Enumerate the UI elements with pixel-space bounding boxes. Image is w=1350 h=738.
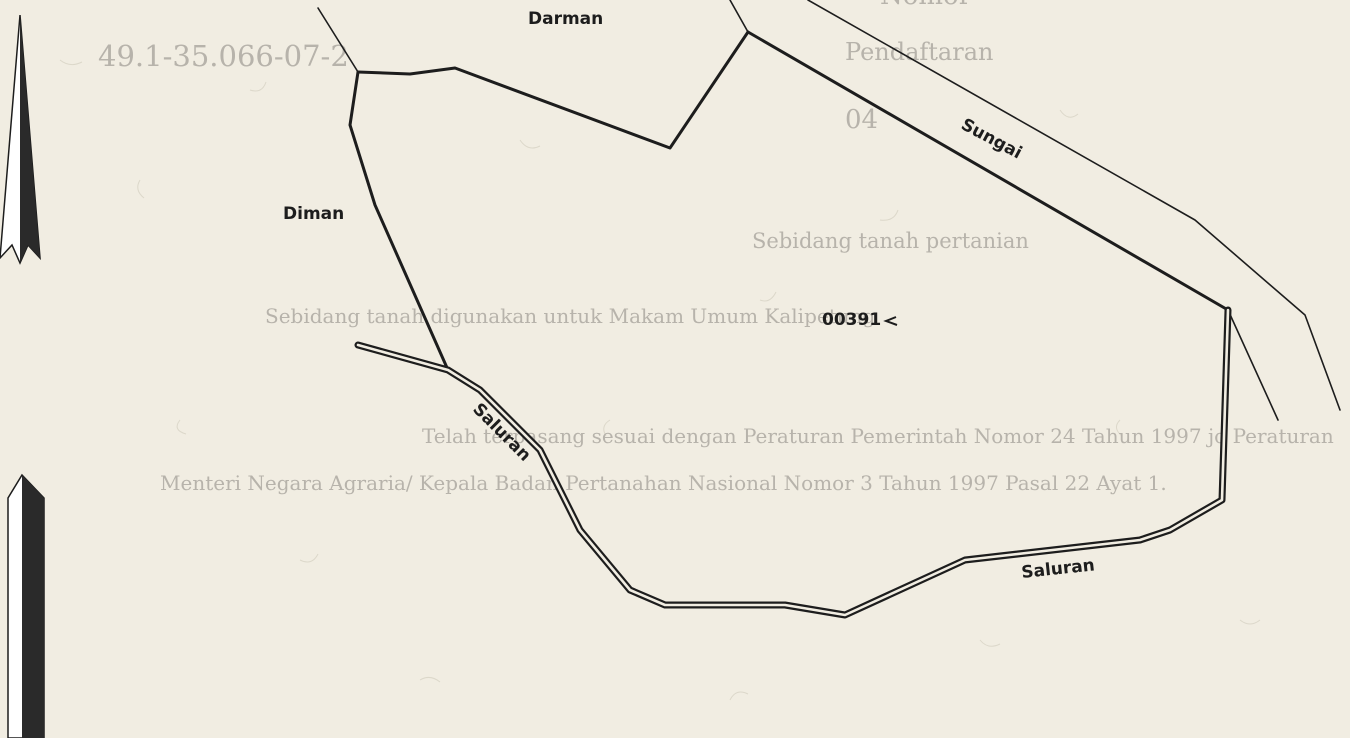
north-arrow-icon <box>0 14 45 738</box>
boundary-darman-right <box>729 0 749 33</box>
river-bank-outer <box>807 0 1341 411</box>
canal-saluran <box>354 306 1232 619</box>
boundary-darman-left <box>317 7 359 73</box>
boundary-north <box>356 30 750 150</box>
code-partial: 04 <box>845 105 878 135</box>
land-description: Sebidang tanah digunakan untuk Makam Umu… <box>265 304 876 328</box>
boundary-east-outer <box>1227 309 1279 421</box>
registration-number: 49.1-35.066-07-2 <box>98 39 349 73</box>
land-type: Sebidang tanah pertanian <box>752 229 1029 253</box>
paper-texture <box>59 59 1261 701</box>
parcel-boundaries <box>317 0 1341 421</box>
label-saluran-south: Saluran <box>1020 555 1095 583</box>
background-document-text: Nomor Pendaftaran 49.1-35.066-07-2 04 Se… <box>98 0 1334 495</box>
heading-partial: Nomor <box>880 0 972 11</box>
parcel-pointer <box>883 316 898 326</box>
label-sungai: Sungai <box>958 115 1026 164</box>
label-neighbor-north: Darman <box>528 9 603 29</box>
parcel-number: 00391 <box>822 310 881 330</box>
pendaftaran-label: Pendaftaran <box>845 38 993 66</box>
regulation-line-2: Menteri Negara Agraria/ Kepala Badan Per… <box>160 471 1167 495</box>
label-neighbor-west: Diman <box>283 204 344 224</box>
boundary-sungai <box>746 30 1230 312</box>
regulation-line-1: Telah terpasang sesuai dengan Peraturan … <box>422 424 1334 448</box>
boundary-diman <box>348 70 450 372</box>
